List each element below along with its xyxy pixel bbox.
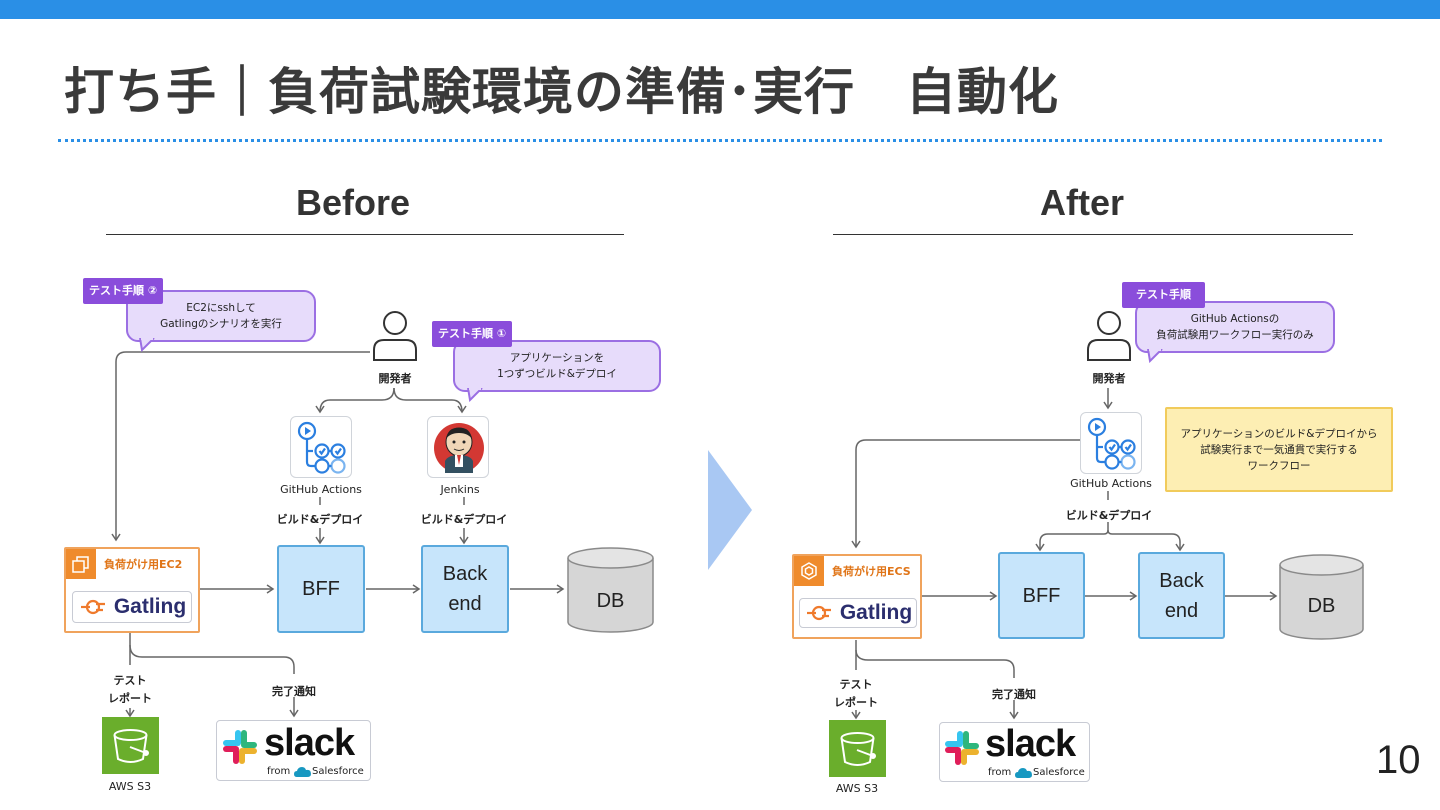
after-step-bubble: GitHub Actionsの 負荷試験用ワークフロー実行のみ	[1135, 301, 1335, 353]
ecs-icon	[794, 556, 824, 586]
before-report-line2: レポート	[108, 692, 152, 705]
before-step2-bubble-tail	[139, 338, 155, 352]
before-db-cylinder: DB	[566, 546, 655, 634]
before-build-deploy-label-1: ビルド&デプロイ	[276, 513, 364, 526]
before-heading: Before	[296, 182, 411, 223]
before-s3-label: AWS S3	[108, 780, 152, 793]
after-gatling-logo: Gatling	[799, 598, 917, 628]
after-github-actions-label: GitHub Actions	[1070, 477, 1152, 490]
after-workflow-note: アプリケーションのビルド&デプロイから 試験実行まで一気通貫で実行する ワークフ…	[1165, 407, 1393, 492]
before-jenkins-label: Jenkins	[440, 483, 480, 496]
before-step1-tag: テスト手順 ①	[432, 321, 513, 347]
after-note-line2: 試験実行まで一気通貫で実行する	[1200, 443, 1358, 456]
after-step-tag: テスト手順	[1122, 282, 1205, 308]
before-developer-icon	[373, 311, 417, 361]
before-gatling-text: Gatling	[113, 595, 187, 618]
before-github-actions-icon	[290, 416, 352, 478]
before-bff-box: BFF	[277, 545, 365, 633]
ec2-icon	[66, 549, 96, 579]
slack-icon	[223, 730, 257, 764]
after-step-line2: 負荷試験用ワークフロー実行のみ	[1156, 329, 1314, 341]
after-underline	[833, 234, 1353, 235]
after-build-deploy-label: ビルド&デプロイ	[1065, 509, 1153, 522]
before-step1-line1: アプリケーションを	[509, 352, 605, 364]
after-load-ecs-header: 負荷がけ用ECS	[794, 556, 911, 586]
after-s3-label: AWS S3	[835, 782, 879, 795]
after-developer-icon	[1087, 311, 1131, 361]
after-db-cylinder: DB	[1278, 553, 1365, 641]
gatling-icon	[80, 599, 105, 615]
after-slack-logo: slack from Salesforce	[939, 722, 1090, 782]
after-slack-wordmark: slack	[985, 723, 1076, 765]
after-github-actions-icon	[1080, 412, 1142, 474]
after-step-bubble-tail	[1147, 349, 1163, 363]
after-backend-box: Back end	[1138, 552, 1225, 639]
before-notify-label: 完了通知	[272, 685, 316, 698]
before-load-ec2-header: 負荷がけ用EC2	[66, 549, 182, 579]
before-load-ec2-title: 負荷がけ用EC2	[104, 558, 183, 571]
salesforce-cloud-icon	[1015, 768, 1032, 778]
before-step1-line2: 1つずつビルド&デプロイ	[497, 368, 617, 380]
page-number: 10	[1376, 738, 1421, 782]
before-backend-label-2: end	[448, 593, 482, 615]
after-notify-label: 完了通知	[992, 688, 1036, 701]
after-bff-box: BFF	[998, 552, 1085, 639]
before-bff-label: BFF	[302, 578, 340, 600]
after-backend-label-2: end	[1164, 599, 1199, 622]
before-backend-label-1: Back	[442, 563, 488, 585]
after-load-ecs-title: 負荷がけ用ECS	[832, 565, 911, 578]
before-jenkins-icon	[427, 416, 489, 478]
before-step2-line2: Gatlingのシナリオを実行	[160, 318, 282, 330]
after-step-line1: GitHub Actionsの	[1190, 313, 1280, 325]
before-step2-line1: EC2にsshして	[186, 302, 256, 314]
before-to-after-arrow	[708, 450, 752, 570]
before-slack-wordmark: slack	[264, 722, 355, 764]
before-step1-bubble-tail	[467, 388, 483, 402]
before-backend-box: Back end	[421, 545, 509, 633]
before-test-report-label: テスト レポート	[104, 672, 156, 708]
after-backend-label-1: Back	[1159, 569, 1204, 592]
before-gatling-logo: Gatling	[72, 591, 192, 623]
salesforce-cloud-icon	[294, 767, 311, 777]
before-s3-icon	[102, 717, 159, 774]
page-title: 打ち手｜負荷試験環境の準備･実行 自動化	[64, 63, 1059, 121]
before-step2-tag: テスト手順 ②	[83, 278, 164, 304]
before-build-deploy-label-2: ビルド&デプロイ	[420, 513, 508, 526]
before-salesforce-label: Salesforce	[312, 766, 364, 777]
slack-icon	[945, 731, 979, 765]
gatling-icon	[806, 605, 831, 621]
after-salesforce-label: Salesforce	[1033, 767, 1085, 778]
before-load-ec2-box: 負荷がけ用EC2 Gatling	[64, 547, 200, 633]
before-underline	[106, 234, 624, 235]
before-step1-bubble: アプリケーションを 1つずつビルド&デプロイ	[453, 340, 661, 392]
after-heading: After	[1040, 182, 1125, 223]
after-test-report-label: テスト レポート	[830, 676, 882, 712]
after-bff-label: BFF	[1022, 584, 1061, 607]
after-gatling-text: Gatling	[839, 601, 913, 624]
after-slack-from: from	[988, 767, 1012, 778]
after-s3-icon	[829, 720, 886, 777]
before-db-label: DB	[596, 590, 625, 612]
before-slack-from: from	[267, 766, 291, 777]
before-developer-label: 開発者	[378, 372, 412, 385]
before-report-line1: テスト	[113, 674, 147, 687]
top-accent-bar	[0, 0, 1440, 19]
after-note-line3: ワークフロー	[1247, 459, 1311, 472]
before-github-actions-label: GitHub Actions	[280, 483, 362, 496]
title-divider	[58, 139, 1382, 142]
after-developer-label: 開発者	[1092, 372, 1126, 385]
after-report-line2: レポート	[834, 696, 878, 709]
after-load-ecs-box: 負荷がけ用ECS Gatling	[792, 554, 922, 639]
before-slack-logo: slack from Salesforce	[216, 720, 371, 781]
after-db-label: DB	[1307, 595, 1336, 617]
after-report-line1: テスト	[839, 678, 873, 691]
after-note-line1: アプリケーションのビルド&デプロイから	[1180, 427, 1378, 440]
